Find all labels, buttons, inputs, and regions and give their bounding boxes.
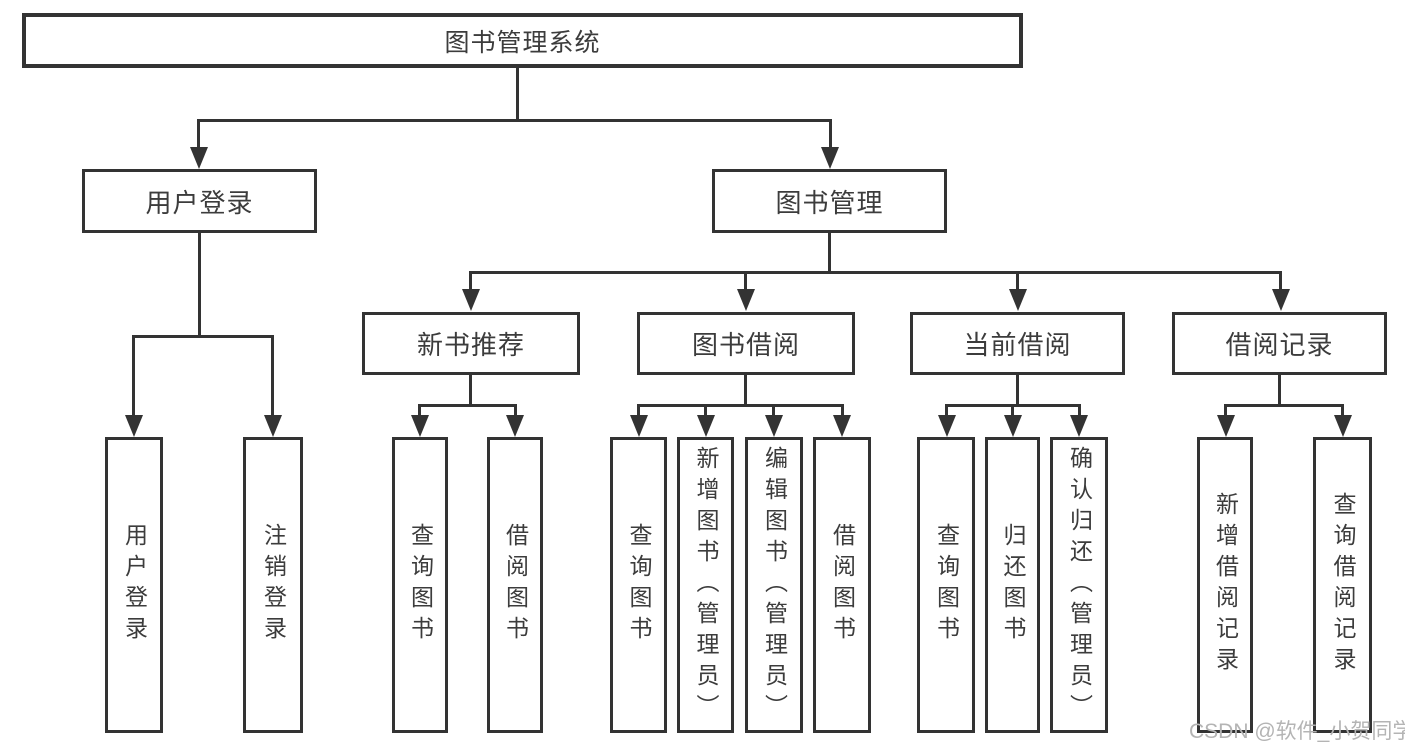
leaf-logout: 注销登录: [243, 437, 303, 733]
connector-drop-current-query: [945, 404, 948, 418]
node-book-management: 图书管理: [712, 169, 947, 233]
node-library-system: 图书管理系统: [22, 13, 1023, 68]
node-book-borrowing: 图书借阅: [637, 312, 855, 375]
arrow-leaf-user-login: [125, 415, 143, 437]
connector-recommend-stem: [469, 375, 472, 406]
connector-root-bar: [197, 119, 832, 122]
connector-drop-current-confirm: [1078, 404, 1081, 418]
connector-drop-records-query: [1341, 404, 1344, 418]
connector-drop-user-login: [197, 119, 200, 149]
connector-book-stem: [828, 233, 831, 273]
leaf-current-return-books-label: 归还图书: [1000, 523, 1026, 647]
node-user-login-label: 用户登录: [145, 187, 254, 218]
node-current-borrowing-label: 当前借阅: [963, 330, 1072, 360]
leaf-records-add-record-label: 新增借阅记录: [1212, 492, 1239, 678]
arrow-recommendation: [462, 289, 480, 311]
leaf-recommend-borrow-books: 借阅图书: [487, 437, 543, 733]
arrow-recommend-borrow: [506, 415, 524, 437]
arrow-leaf-logout: [264, 415, 282, 437]
leaf-borrowing-add-books-admin-label: 新增图书（管理员）: [693, 445, 719, 725]
leaf-recommend-query-books-label: 查询图书: [407, 523, 434, 647]
connector-borrowing-stem: [744, 375, 747, 406]
node-user-login: 用户登录: [82, 169, 317, 233]
connector-drop-borrowing-add: [704, 404, 707, 418]
node-borrowing-records: 借阅记录: [1172, 312, 1387, 375]
connector-drop-records: [1279, 271, 1282, 291]
leaf-current-confirm-return-admin: 确认归还（管理员）: [1050, 437, 1108, 733]
connector-drop-borrowing-borrow: [841, 404, 844, 418]
arrow-records: [1272, 289, 1290, 311]
connector-drop-recommend-query: [418, 404, 421, 418]
connector-drop-recommend-borrow: [514, 404, 517, 418]
arrow-book-management: [821, 147, 839, 169]
leaf-current-return-books: 归还图书: [985, 437, 1040, 733]
arrow-borrowing-add: [697, 415, 715, 437]
arrow-user-login: [190, 147, 208, 169]
connector-current-stem: [1016, 375, 1019, 406]
connector-drop-recommendation: [469, 271, 472, 291]
connector-records-stem: [1278, 375, 1281, 406]
leaf-current-confirm-return-admin-label: 确认归还（管理员）: [1066, 445, 1093, 725]
leaf-borrowing-query-books: 查询图书: [610, 437, 667, 733]
connector-records-bar: [1224, 404, 1344, 407]
leaf-user-login-label: 用户登录: [121, 523, 148, 647]
leaf-borrowing-add-books-admin: 新增图书（管理员）: [677, 437, 734, 733]
arrow-current-query: [938, 415, 956, 437]
leaf-recommend-borrow-books-label: 借阅图书: [502, 523, 529, 647]
arrow-borrowing-edit: [765, 415, 783, 437]
leaf-current-query-books-label: 查询图书: [933, 523, 960, 647]
connector-drop-borrowing: [744, 271, 747, 291]
leaf-user-login: 用户登录: [105, 437, 163, 733]
arrow-records-add: [1217, 415, 1235, 437]
node-new-book-recommendation: 新书推荐: [362, 312, 580, 375]
leaf-borrowing-borrow-books-label: 借阅图书: [829, 523, 856, 647]
connector-root-stem: [516, 68, 519, 122]
connector-drop-leaf-user-login: [132, 335, 135, 417]
csdn-watermark: CSDN @软件_小贺同学: [1189, 720, 1405, 743]
connector-book-bar: [469, 271, 1282, 274]
connector-drop-current: [1016, 271, 1019, 291]
arrow-recommend-query: [411, 415, 429, 437]
node-book-management-label: 图书管理: [775, 187, 884, 218]
node-borrowing-records-label: 借阅记录: [1225, 330, 1334, 360]
node-new-book-recommendation-label: 新书推荐: [416, 330, 525, 360]
arrow-records-query: [1334, 415, 1352, 437]
arrow-borrowing: [737, 289, 755, 311]
connector-user-bar: [132, 335, 274, 338]
connector-drop-borrowing-query: [637, 404, 640, 418]
leaf-records-add-record: 新增借阅记录: [1197, 437, 1253, 733]
node-book-borrowing-label: 图书借阅: [691, 330, 800, 360]
leaf-recommend-query-books: 查询图书: [392, 437, 448, 733]
leaf-borrowing-borrow-books: 借阅图书: [813, 437, 871, 733]
connector-drop-borrowing-edit: [772, 404, 775, 418]
leaf-current-query-books: 查询图书: [917, 437, 975, 733]
node-library-system-label: 图书管理系统: [444, 28, 601, 57]
leaf-borrowing-edit-books-admin: 编辑图书（管理员）: [745, 437, 803, 733]
connector-drop-records-add: [1224, 404, 1227, 418]
leaf-records-query-record-label: 查询借阅记录: [1330, 492, 1356, 678]
arrow-current-return: [1004, 415, 1022, 437]
connector-drop-leaf-logout: [271, 335, 274, 417]
connector-drop-current-return: [1011, 404, 1014, 418]
leaf-records-query-record: 查询借阅记录: [1313, 437, 1372, 733]
connector-recommend-bar: [418, 404, 517, 407]
arrow-current: [1009, 289, 1027, 311]
leaf-logout-label: 注销登录: [260, 523, 287, 647]
connector-drop-book-management: [829, 119, 832, 149]
leaf-borrowing-edit-books-admin-label: 编辑图书（管理员）: [761, 445, 788, 725]
connector-user-stem: [198, 231, 201, 337]
arrow-current-confirm: [1070, 415, 1088, 437]
node-current-borrowing: 当前借阅: [910, 312, 1125, 375]
arrow-borrowing-query: [630, 415, 648, 437]
connector-borrowing-bar: [637, 404, 844, 407]
arrow-borrowing-borrow: [833, 415, 851, 437]
leaf-borrowing-query-books-label: 查询图书: [626, 523, 652, 647]
